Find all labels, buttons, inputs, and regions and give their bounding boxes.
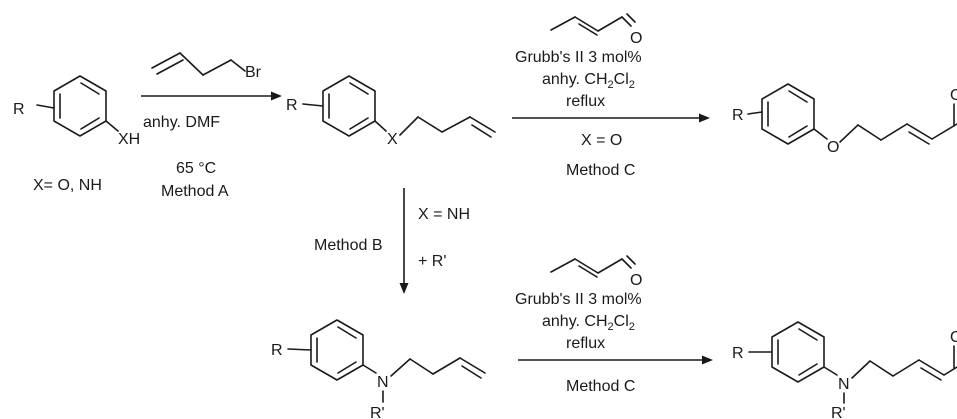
method-b-x-condition: X = NH bbox=[418, 206, 470, 223]
amine-benzene-ring bbox=[310, 319, 364, 381]
amine-product: R N R' O bbox=[732, 321, 957, 419]
amine-product-aldehyde-oxygen: O bbox=[950, 329, 957, 346]
intermediate-product: R X bbox=[286, 75, 496, 148]
amine-product-nitrogen: N bbox=[838, 376, 850, 393]
bottom-solvent: anhy. CH2Cl2 bbox=[542, 313, 635, 333]
intermediate-x-label: X bbox=[387, 131, 398, 148]
ether-product: R O O bbox=[732, 83, 957, 156]
amine-product-r-label: R bbox=[732, 345, 744, 362]
ether-oxygen: O bbox=[827, 139, 839, 156]
top-catalyst: Grubb's II 3 mol% bbox=[515, 49, 642, 66]
start-x-definition: X= O, NH bbox=[33, 177, 102, 194]
method-a-temperature: 65 °C bbox=[176, 160, 216, 177]
crotonaldehyde-top-oxygen: O bbox=[630, 30, 642, 47]
top-x-condition: X = O bbox=[581, 132, 622, 149]
amine-product-r-prime: R' bbox=[831, 405, 846, 419]
bottom-reflux: reflux bbox=[566, 335, 605, 352]
intermediate-r-label: R bbox=[286, 97, 298, 114]
method-b-arrow bbox=[399, 188, 409, 294]
top-solvent: anhy. CH2Cl2 bbox=[542, 71, 635, 91]
bottom-method-c: Method C bbox=[566, 378, 635, 395]
method-b-label: Method B bbox=[314, 237, 382, 254]
bromine-label: Br bbox=[245, 64, 262, 81]
amine-r-label: R bbox=[271, 342, 283, 359]
crotonaldehyde-top: O bbox=[550, 13, 642, 47]
method-c-top-arrow bbox=[512, 113, 710, 123]
bottom-catalyst: Grubb's II 3 mol% bbox=[515, 291, 642, 308]
method-a-label: Method A bbox=[161, 183, 229, 200]
top-reflux: reflux bbox=[566, 93, 605, 110]
method-b-reagent: + R' bbox=[418, 253, 446, 270]
start-xh-label: XH bbox=[118, 131, 140, 148]
crotonaldehyde-bottom: O bbox=[550, 255, 642, 289]
crotonaldehyde-bottom-oxygen: O bbox=[630, 272, 642, 289]
start-r-bond bbox=[36, 104, 55, 109]
amine-nitrogen: N bbox=[377, 374, 389, 391]
amine-product-benzene-ring bbox=[771, 321, 825, 383]
method-a-arrow bbox=[141, 91, 282, 101]
amine-r-prime: R' bbox=[370, 405, 385, 419]
start-material: R XH X= O, NH bbox=[13, 75, 140, 194]
ether-benzene-ring bbox=[761, 83, 815, 145]
top-method-c: Method C bbox=[566, 162, 635, 179]
intermediate-benzene-ring bbox=[322, 75, 376, 137]
start-r-label: R bbox=[13, 101, 25, 118]
amine-intermediate: R N R' bbox=[271, 319, 486, 419]
ether-aldehyde-oxygen: O bbox=[950, 87, 957, 104]
method-a-solvent: anhy. DMF bbox=[143, 114, 220, 131]
method-c-bottom-arrow bbox=[518, 355, 713, 365]
bromobutene-reagent: Br bbox=[151, 52, 262, 81]
start-xh-bond bbox=[105, 120, 119, 132]
ether-r-label: R bbox=[732, 107, 744, 124]
start-benzene-ring bbox=[53, 75, 107, 137]
